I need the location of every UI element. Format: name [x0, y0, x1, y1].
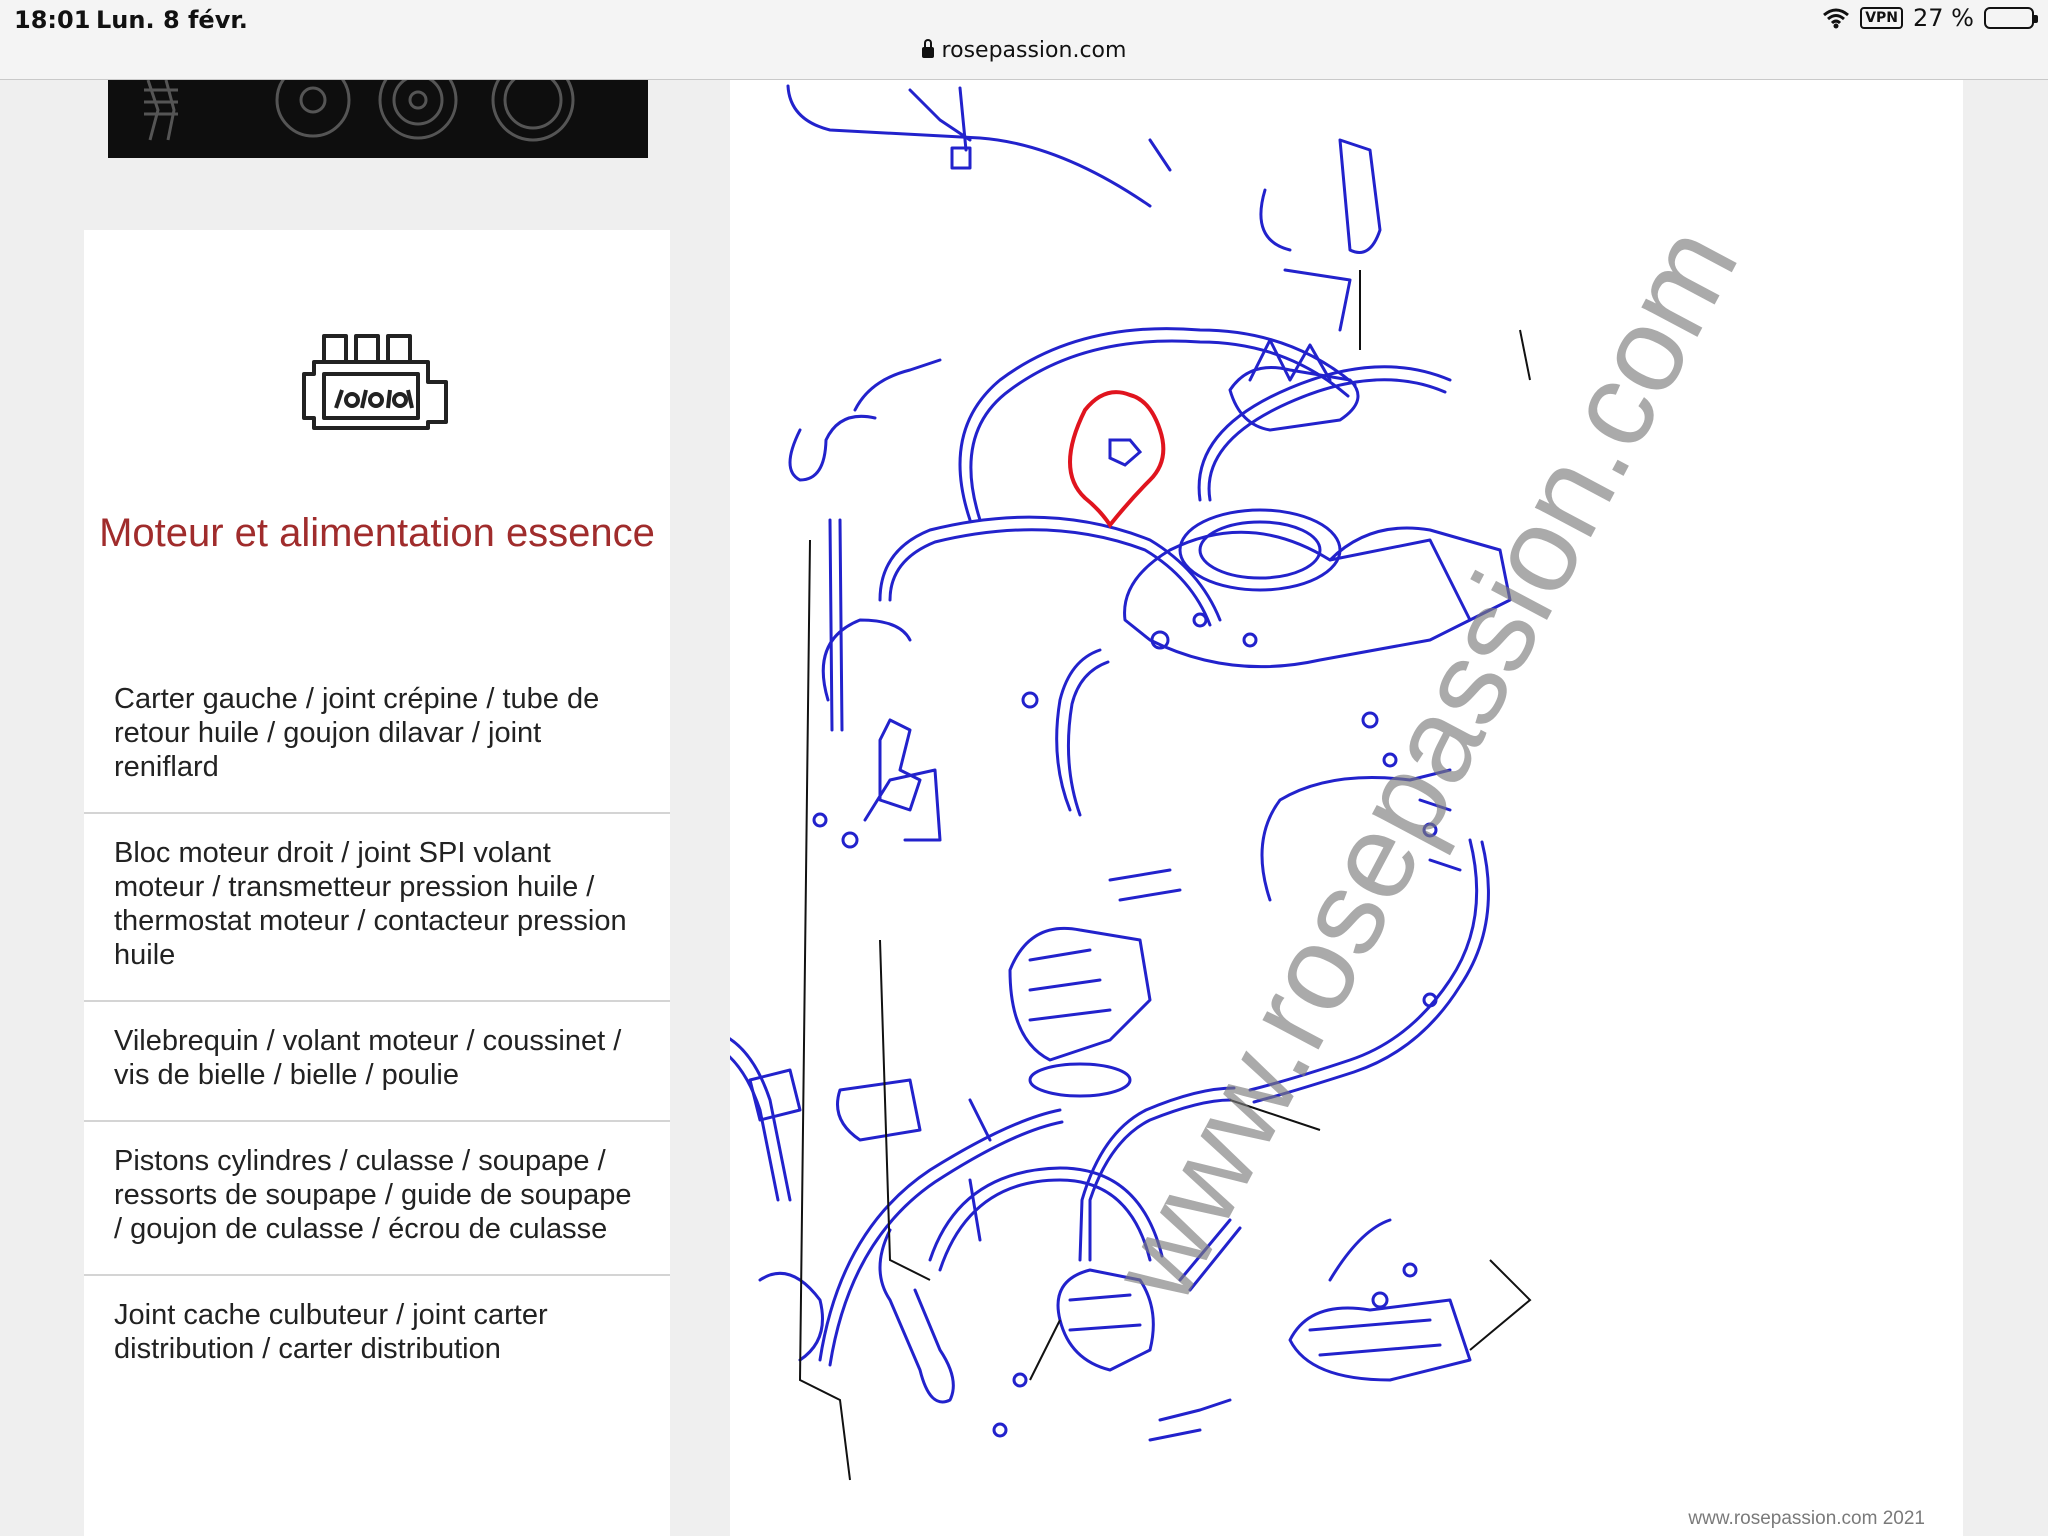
air-filter-housing	[1123, 530, 1472, 669]
battery-percent: 27 %	[1913, 4, 1974, 32]
status-and-url-bar: 18:01 Lun. 8 févr. VPN 27 % rosepassion.…	[0, 0, 2048, 80]
status-date: Lun. 8 févr.	[96, 6, 248, 34]
lock-icon	[921, 39, 934, 58]
category-card: Moteur et alimentation essence Carter ga…	[84, 230, 670, 1536]
parts-banner[interactable]	[108, 80, 648, 158]
diagram-credit: www.rosepassion.com 2021	[1688, 1508, 1925, 1529]
parts-banner-graphic	[144, 80, 575, 142]
parts-diagram-drawing	[730, 84, 1532, 1481]
category-menu: Carter gauche / joint crépine / tube de …	[84, 660, 670, 1394]
engine-icon	[302, 334, 448, 430]
intake-assembly	[1288, 1298, 1472, 1382]
pressure-regulator	[878, 718, 922, 812]
category-title: Moteur et alimentation essence	[99, 511, 655, 555]
distributor	[1228, 366, 1360, 432]
injector-block	[1056, 1268, 1155, 1372]
menu-item[interactable]: Pistons cylindres / culasse / soupape / …	[84, 1122, 670, 1276]
address-bar[interactable]: rosepassion.com	[0, 38, 2048, 63]
menu-item[interactable]: Vilebrequin / volant moteur / coussinet …	[84, 1002, 670, 1122]
status-time: 18:01	[14, 6, 91, 34]
hose-upper-large	[958, 327, 1357, 522]
hose-top	[786, 84, 1152, 208]
throttle-body	[1008, 926, 1152, 1062]
url-text: rosepassion.com	[941, 38, 1127, 63]
status-indicators: VPN 27 %	[1822, 4, 2038, 32]
highlight-circle	[1068, 390, 1166, 529]
menu-item[interactable]: Carter gauche / joint crépine / tube de …	[84, 660, 670, 814]
wifi-icon	[1823, 8, 1850, 29]
battery-icon	[1984, 7, 2038, 29]
menu-item[interactable]: Joint cache culbuteur / joint carter dis…	[114, 1299, 548, 1365]
menu-item[interactable]: Bloc moteur droit / joint SPI volant mot…	[84, 814, 670, 1002]
vpn-badge: VPN	[1860, 7, 1904, 29]
parts-diagram[interactable]: www.rosepassion.com www.rosepassion.com …	[730, 80, 1963, 1536]
